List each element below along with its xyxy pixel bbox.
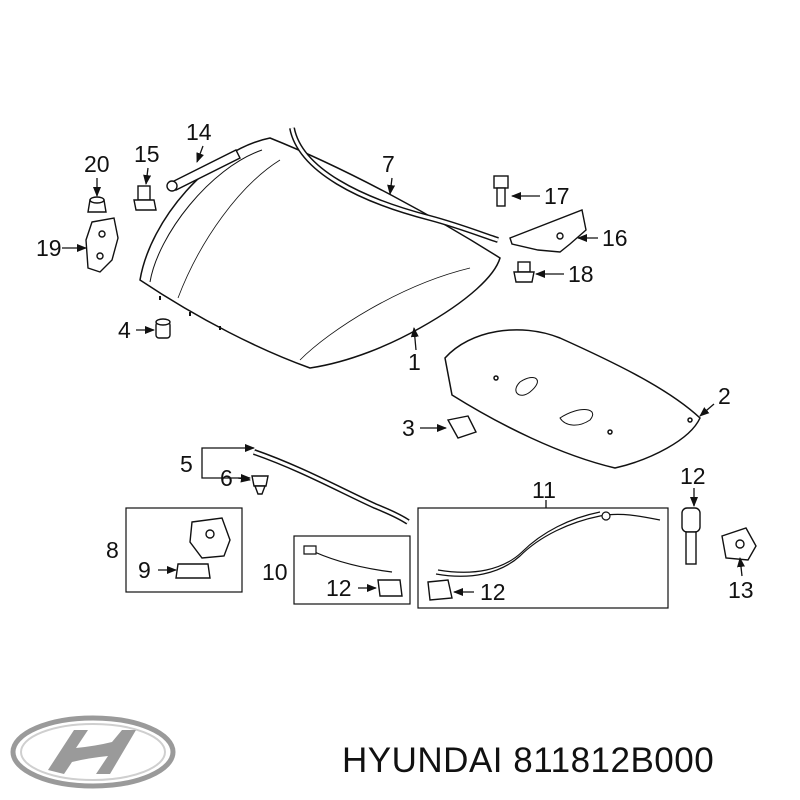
- group-box-11: [417, 507, 669, 609]
- hood-bumper-4: [155, 318, 171, 339]
- callout-10: 10: [262, 559, 288, 585]
- hyundai-logo-icon: [10, 715, 176, 789]
- callout-13: 12: [680, 463, 706, 489]
- callout-15: 14: [186, 119, 212, 145]
- callout-8: 8: [106, 537, 119, 563]
- callout-17: 16: [602, 225, 628, 251]
- hood-lift-rod: [166, 149, 241, 192]
- seal-strip-5: [253, 449, 410, 525]
- callout-4: 4: [118, 317, 131, 343]
- callout-12-right: 12: [480, 579, 506, 605]
- bolt-19: [513, 261, 535, 283]
- callout-labels: 14 15 20 19 4 7 1 17 16 18 2 3 5 6 11 12…: [36, 119, 754, 605]
- callout-12-left: 12: [326, 575, 352, 601]
- handle-12-right: [427, 579, 453, 601]
- bolt-18: [493, 175, 509, 207]
- callout-5: 5: [180, 451, 193, 477]
- callout-14: 13: [728, 577, 754, 603]
- callout-20: 19: [36, 235, 62, 261]
- clip-6: [251, 475, 269, 495]
- callout-21: 20: [84, 151, 110, 177]
- callout-9: 9: [138, 557, 151, 583]
- brand-part-number: HYUNDAI 811812B000: [342, 736, 792, 786]
- callout-6: 6: [220, 465, 233, 491]
- handle-12-left: [377, 579, 403, 597]
- hood-weatherstrip: [289, 127, 499, 243]
- bolt-16: [133, 185, 157, 211]
- hood-hinge-20: [85, 217, 119, 273]
- callout-1: 1: [408, 349, 421, 375]
- grommet-21: [87, 196, 107, 213]
- callout-19: 18: [568, 261, 594, 287]
- latch-part-13: [681, 507, 701, 565]
- callout-11: 11: [532, 477, 556, 503]
- release-handle-10: [303, 545, 393, 573]
- hood-latch-8: [189, 517, 231, 559]
- striker-9: [175, 563, 211, 579]
- hood-insulator-pad: [444, 329, 701, 469]
- part-number: 811812B000: [513, 741, 715, 780]
- leader-lines: [62, 145, 745, 596]
- release-cable-11: [435, 511, 661, 577]
- callout-18: 17: [544, 183, 570, 209]
- callout-16: 15: [134, 141, 160, 167]
- group-box-10: [293, 535, 411, 605]
- callout-3: 3: [402, 415, 415, 441]
- hood-panel: [139, 137, 501, 369]
- callout-2: 2: [718, 383, 731, 409]
- brand-name: HYUNDAI: [342, 741, 504, 780]
- latch-part-14: [721, 527, 757, 561]
- hinge-plate-17: [509, 209, 587, 253]
- group-box-8: [125, 507, 243, 593]
- callout-7: 7: [382, 151, 395, 177]
- clip-3: [446, 415, 477, 439]
